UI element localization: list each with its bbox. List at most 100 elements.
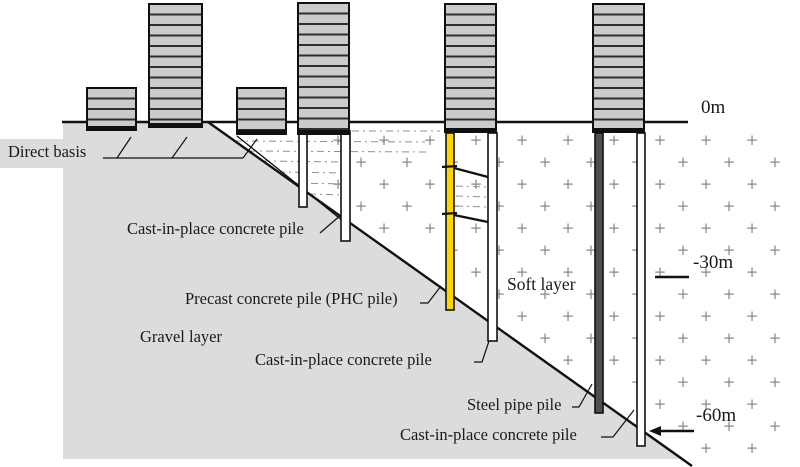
- soft-layer-plus-mark: +: [424, 219, 437, 237]
- soft-layer-plus-mark: +: [355, 197, 368, 215]
- stratification-line: [248, 150, 431, 153]
- stratification-line: [308, 193, 346, 196]
- soft-layer-plus-mark: +: [700, 175, 713, 193]
- label-cast-in-place-pile-3: Cast-in-place concrete pile: [400, 425, 577, 444]
- soft-layer-plus-mark: +: [677, 285, 690, 303]
- pile-tie-line: [453, 166, 489, 179]
- soft-layer-plus-mark: +: [723, 153, 736, 171]
- soft-layer-plus-mark: +: [585, 241, 598, 259]
- soft-layer-plus-mark: +: [700, 439, 713, 457]
- soft-layer-plus-mark: +: [516, 175, 529, 193]
- soft-layer-plus-mark: +: [746, 219, 759, 237]
- leader-line: [420, 285, 442, 304]
- soft-layer-plus-mark: +: [746, 131, 759, 149]
- soft-layer-plus-mark: +: [539, 285, 552, 303]
- cast-in-place-pile-4: [636, 132, 646, 447]
- pile-tie-line: [453, 213, 489, 224]
- gravel-layer-area: [63, 122, 685, 459]
- label-precast-phc-pile: Precast concrete pile (PHC pile): [185, 289, 398, 308]
- soft-layer-plus-mark: +: [378, 175, 391, 193]
- soft-layer-plus-mark: +: [562, 263, 575, 281]
- stratification-line: [455, 205, 488, 208]
- soft-layer-plus-mark: +: [378, 219, 391, 237]
- cast-in-place-pile-2: [340, 130, 351, 242]
- soft-layer-plus-mark: +: [746, 439, 759, 457]
- soft-layer-plus-mark: +: [608, 219, 621, 237]
- soft-layer-plus-mark: +: [585, 153, 598, 171]
- soft-layer-plus-mark: +: [746, 351, 759, 369]
- soft-layer-plus-mark: +: [539, 241, 552, 259]
- soft-layer-plus-mark: +: [516, 131, 529, 149]
- soft-layer-plus-mark: +: [654, 219, 667, 237]
- label-steel-pipe-pile: Steel pipe pile: [467, 395, 562, 414]
- soft-layer-plus-mark: +: [608, 263, 621, 281]
- soft-layer-plus-mark: +: [723, 285, 736, 303]
- soft-layer-plus-mark: +: [769, 241, 782, 259]
- cast-in-place-pile-1: [298, 130, 308, 208]
- soft-layer-plus-mark: +: [677, 241, 690, 259]
- soft-layer-plus-mark: +: [516, 263, 529, 281]
- soft-layer-plus-mark: +: [424, 175, 437, 193]
- label-direct-basis: Direct basis: [0, 139, 97, 169]
- leader-line: [319, 213, 343, 234]
- soft-layer-plus-mark: +: [424, 131, 437, 149]
- leader-line: [601, 409, 635, 438]
- depth-60m-arrowhead: [649, 426, 661, 436]
- soft-layer-plus-mark: +: [562, 219, 575, 237]
- leader-line: [474, 337, 491, 363]
- soft-layer-plus-mark: +: [562, 351, 575, 369]
- soft-layer-plus-mark: +: [585, 197, 598, 215]
- soft-layer-plus-mark: +: [769, 373, 782, 391]
- leader-line: [171, 136, 188, 159]
- soft-layer-plus-mark: +: [746, 307, 759, 325]
- cast-in-place-pile-3: [487, 132, 498, 342]
- soft-layer-plus-mark: +: [562, 131, 575, 149]
- soft-layer-plus-mark: +: [723, 417, 736, 435]
- soft-layer-plus-mark: +: [723, 329, 736, 347]
- soft-layer-plus-mark: +: [700, 307, 713, 325]
- label-gravel-layer: Gravel layer: [140, 327, 222, 346]
- soft-layer-plus-mark: +: [746, 175, 759, 193]
- soft-layer-plus-mark: +: [769, 197, 782, 215]
- label-depth-0m: 0m: [701, 97, 726, 118]
- soft-layer-plus-mark: +: [677, 197, 690, 215]
- fill-boundary-line: [236, 135, 344, 222]
- soft-layer-plus-mark: +: [401, 197, 414, 215]
- soft-layer-plus-mark: +: [700, 263, 713, 281]
- label-depth-minus-30m: -30m: [693, 252, 734, 273]
- stratification-line: [262, 160, 346, 163]
- soft-layer-plus-mark: +: [608, 307, 621, 325]
- stratification-line: [455, 195, 488, 198]
- soft-layer-plus-mark: +: [746, 263, 759, 281]
- soft-layer-plus-mark: +: [769, 285, 782, 303]
- pile-tie-line: [441, 211, 458, 216]
- steel-pipe-pile: [594, 132, 604, 414]
- soft-layer-plus-mark: +: [470, 175, 483, 193]
- soft-layer-plus-mark: +: [677, 329, 690, 347]
- soft-layer-plus-mark: +: [401, 153, 414, 171]
- soft-layer-plus-mark: +: [470, 219, 483, 237]
- soft-layer-plus-mark: +: [746, 395, 759, 413]
- soft-layer-plus-mark: +: [585, 285, 598, 303]
- soft-layer-plus-mark: +: [700, 219, 713, 237]
- soft-layer-plus-mark: +: [700, 351, 713, 369]
- soft-layer-plus-mark: +: [723, 241, 736, 259]
- soft-layer-plus-mark: +: [608, 175, 621, 193]
- soft-layer-plus-mark: +: [562, 307, 575, 325]
- leader-line: [116, 136, 132, 159]
- soft-layer-plus-mark: +: [539, 329, 552, 347]
- soft-layer-plus-mark: +: [654, 307, 667, 325]
- soft-layer-plus-mark: +: [608, 131, 621, 149]
- soft-layer-plus-mark: +: [654, 351, 667, 369]
- soft-layer-plus-mark: +: [654, 395, 667, 413]
- leader-line: [572, 383, 593, 408]
- leader-line: [242, 138, 258, 159]
- soft-layer-plus-mark: +: [470, 131, 483, 149]
- soft-layer-plus-mark: +: [562, 175, 575, 193]
- soft-layer-plus-mark: +: [355, 153, 368, 171]
- phc-precast-pile: [445, 132, 455, 311]
- soft-layer-plus-mark: +: [539, 197, 552, 215]
- label-cast-in-place-pile-2: Cast-in-place concrete pile: [255, 350, 432, 369]
